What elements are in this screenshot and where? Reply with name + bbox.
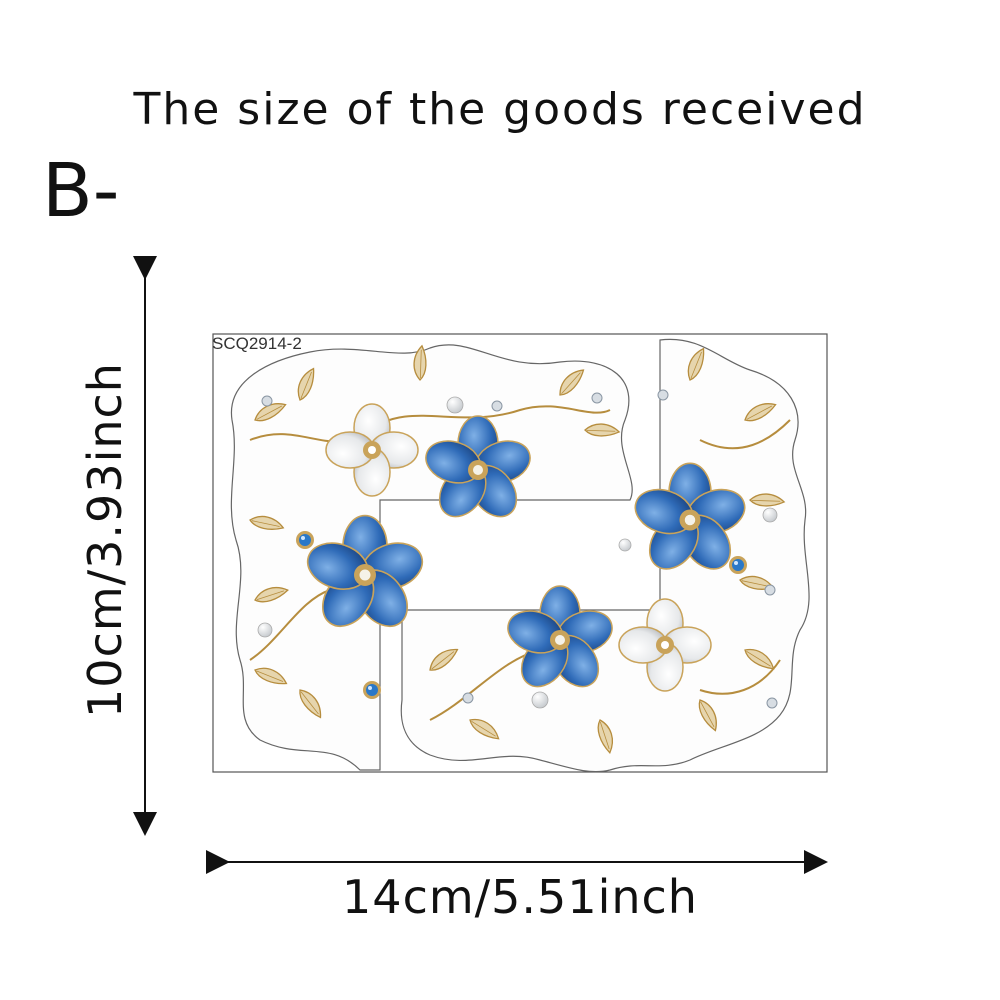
sku-code: SCQ2914-2 <box>212 334 302 353</box>
variant-label: B- <box>42 148 120 234</box>
page-title: The size of the goods received <box>133 84 867 135</box>
sticker-piece-right <box>400 338 810 773</box>
height-dimension-label: 10cm/3.93inch <box>78 362 132 718</box>
width-dimension-label: 14cm/5.51inch <box>342 870 698 924</box>
